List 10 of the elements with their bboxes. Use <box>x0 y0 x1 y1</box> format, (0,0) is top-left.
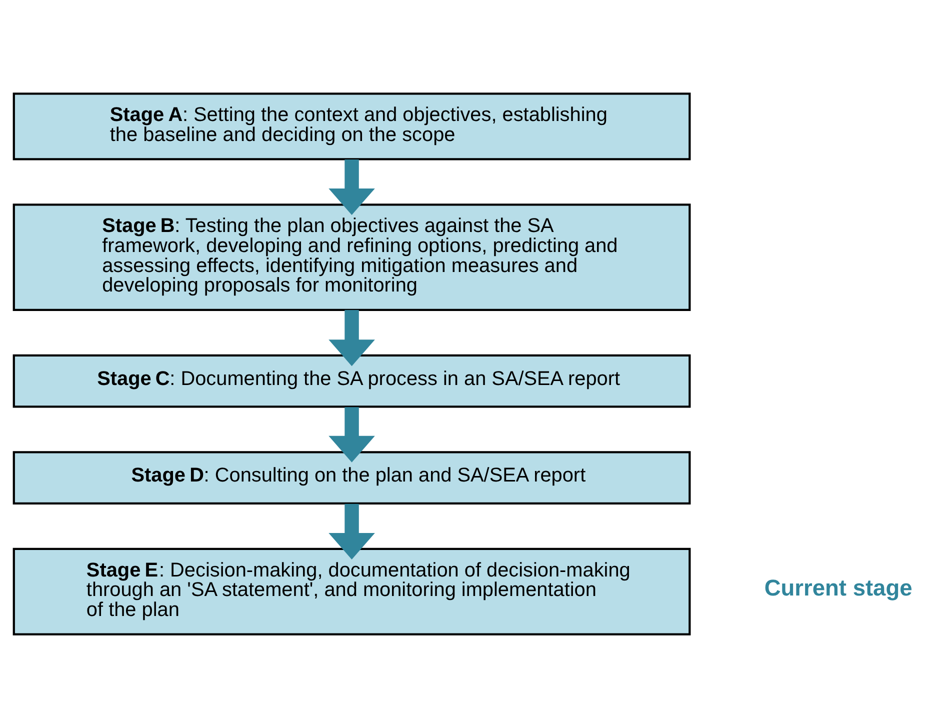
arrow <box>328 310 375 366</box>
node-box: Stage B: Testing the plan objectives against the SA framework, developing and refining options, predicting and assessing effects, identifying mitigation measures and developing proposals for monitoring <box>12 204 691 311</box>
node-box: Stage E: Decision-making, documentation of decision-making through an 'SA statement', and monitoring implementation of the plan <box>12 548 691 636</box>
node-box: Stage C: Documenting the SA process in an SA/SEA report <box>12 354 691 408</box>
arrow <box>328 160 375 215</box>
node-box: Stage D: Consulting on the plan and SA/SEA report <box>12 451 691 504</box>
arrow <box>328 407 375 462</box>
label: Current stage <box>764 574 912 601</box>
arrow <box>328 504 375 560</box>
node-box: Stage A: Setting the context and objectives, establishing the baseline and deciding on the scope <box>12 92 691 160</box>
